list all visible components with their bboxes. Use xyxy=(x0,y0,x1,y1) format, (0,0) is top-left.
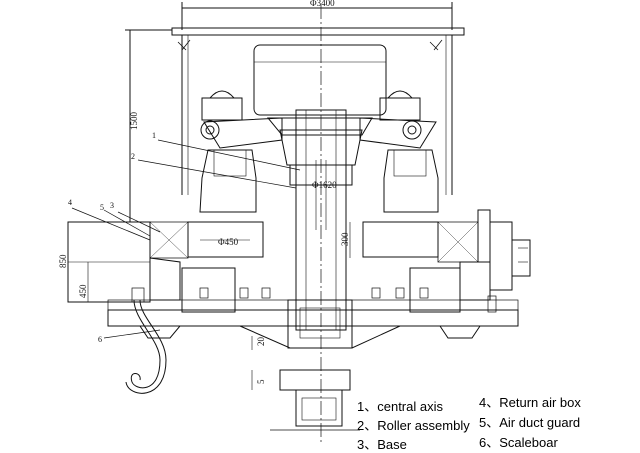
callout-4: 4 xyxy=(68,198,72,207)
legend-item-label: 、Return air box xyxy=(486,395,581,410)
legend-item-label: 、central axis xyxy=(364,399,443,414)
legend-item-label: 、Base xyxy=(364,437,407,452)
return-air-box: 850 450 xyxy=(58,221,151,303)
roller-diameter-label: Φ450 xyxy=(218,237,239,247)
bottom-step-label: 5 xyxy=(256,379,266,384)
base-assembly xyxy=(107,221,519,339)
legend-item-2: 2、Roller assembly xyxy=(357,415,470,434)
legend-item-5: 5、Air duct guard xyxy=(479,412,580,431)
legend-item-num: 6 xyxy=(479,435,487,450)
callout-1: 1 xyxy=(152,131,156,140)
legend-item-num: 1 xyxy=(357,399,365,414)
legend-item-label: 、Scaleboar xyxy=(486,435,558,450)
callout-leaders xyxy=(71,139,301,339)
callout-5: 5 xyxy=(100,203,104,212)
air-outlet xyxy=(477,209,531,291)
top-dimension: Φ3400 xyxy=(181,0,453,30)
left-dimension-label: 1500 xyxy=(129,112,139,131)
shaft-diameter-label: Φ1620 xyxy=(312,180,337,190)
legend-item-num: 3 xyxy=(357,437,365,452)
roller-height-label: 300 xyxy=(340,232,350,246)
central-axis: Φ1620 xyxy=(266,109,373,331)
legend-item-3: 3、Base xyxy=(357,434,407,453)
callout-3: 3 xyxy=(110,201,114,210)
scaleboard xyxy=(125,299,167,394)
legend-item-label: 、Air duct guard xyxy=(486,415,581,430)
legend-item-4: 4、Return air box xyxy=(479,392,581,411)
left-side-dim-a: 850 xyxy=(58,254,68,268)
roller-assembly: Φ450 300 xyxy=(187,149,439,258)
legend-item-num: 4 xyxy=(479,395,487,410)
drive-unit: 20 5 xyxy=(239,299,401,431)
legend-item-label: 、Roller assembly xyxy=(364,418,470,433)
top-cover xyxy=(171,27,465,195)
left-dimension: 1500 xyxy=(125,29,172,223)
callout-6: 6 xyxy=(98,335,102,344)
roller-arms xyxy=(200,90,437,149)
legend-item-num: 5 xyxy=(479,415,487,430)
callout-2: 2 xyxy=(131,152,135,161)
legend-item-1: 1、central axis xyxy=(357,396,443,415)
legend-item-num: 2 xyxy=(357,418,365,433)
legend-item-6: 6、Scaleboar xyxy=(479,432,558,451)
top-dimension-label: Φ3400 xyxy=(310,0,335,8)
left-side-dim-b: 450 xyxy=(78,284,88,298)
bottom-gap-label: 20 xyxy=(256,337,266,347)
